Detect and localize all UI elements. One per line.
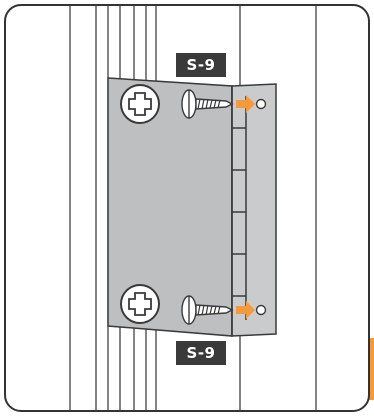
pilot-hole-icon [257, 100, 266, 109]
pilot-hole-icon [257, 306, 266, 315]
phillips-screw-head-icon [121, 85, 159, 123]
screw-label-bottom: S-9 [176, 341, 226, 365]
phillips-screw-head-icon [121, 285, 159, 323]
screw-label-top: S-9 [176, 53, 226, 77]
hinge-leaf-right [232, 84, 276, 336]
